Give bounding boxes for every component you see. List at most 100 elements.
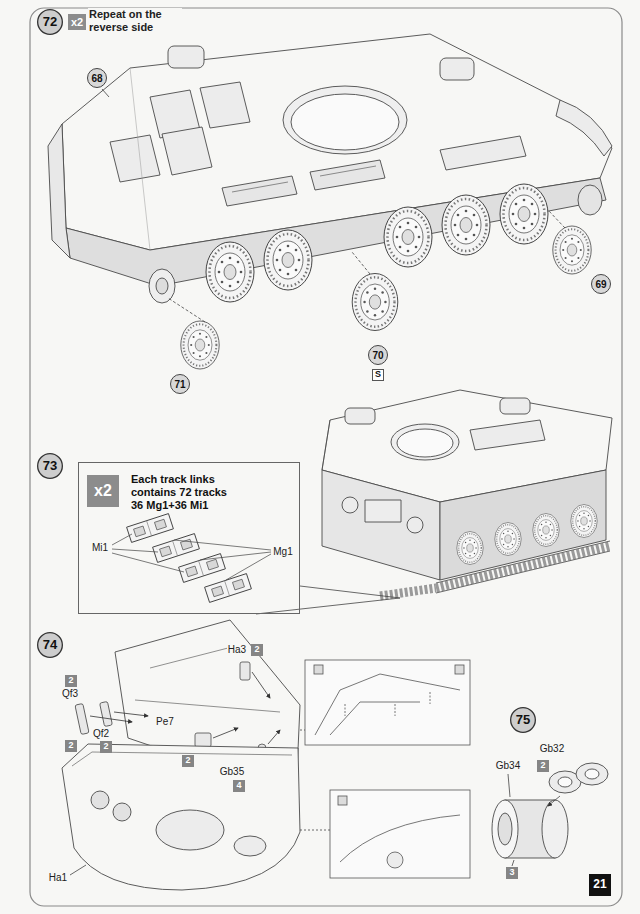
callout-number-shape xyxy=(369,346,388,365)
turret-shell xyxy=(62,744,300,890)
part-label: Qf2 xyxy=(92,728,110,740)
quantity-box-text: 2 xyxy=(68,741,73,751)
turret-roof xyxy=(150,648,228,668)
small-parts xyxy=(75,662,278,756)
hull-bottom-view xyxy=(110,135,160,182)
quantity-box-text: 2 xyxy=(103,742,108,752)
page-number: 21 xyxy=(589,874,611,896)
wheel-assembly xyxy=(492,763,608,858)
hull-rear-view xyxy=(345,408,375,424)
leader-line xyxy=(300,730,305,731)
wheel-assembly xyxy=(542,800,568,858)
detail-inset xyxy=(345,692,430,716)
road-wheels xyxy=(181,184,591,369)
callout-number-text: 71 xyxy=(174,379,185,390)
hull-rear-view xyxy=(500,398,530,414)
hull-bottom-view xyxy=(283,86,407,154)
hull-rear-view xyxy=(407,517,423,533)
part-label: Pe7 xyxy=(155,716,175,728)
size-mark-box: S xyxy=(372,369,384,381)
track-links xyxy=(127,514,174,543)
assembly-arrow xyxy=(268,730,280,744)
quantity-box-text: 2 xyxy=(254,645,259,655)
leader-line xyxy=(102,89,565,322)
leader-line xyxy=(548,796,560,806)
leader-line xyxy=(256,598,400,614)
callout-number-shape xyxy=(88,69,107,88)
detail-inset xyxy=(338,796,347,805)
turret-roof xyxy=(135,700,280,712)
repeat-badge-text: x2 xyxy=(71,16,83,28)
road-wheels xyxy=(571,505,597,538)
leader-line xyxy=(70,865,86,875)
callout-number: 70 xyxy=(368,345,388,365)
turret-shell xyxy=(113,803,131,821)
hull-rear-view xyxy=(470,420,545,450)
step-number-text: 75 xyxy=(516,713,530,727)
leader-line xyxy=(102,89,109,97)
leader-line xyxy=(112,534,271,580)
turret-shell xyxy=(234,836,266,856)
step-number-shape xyxy=(38,633,63,658)
step-number-text: 74 xyxy=(43,638,57,652)
leader-line xyxy=(548,210,565,228)
hull-rear-view xyxy=(391,424,459,460)
small-parts xyxy=(100,701,113,726)
quantity-box: 2 xyxy=(65,740,77,752)
step-number-text: 73 xyxy=(43,459,57,473)
quantity-box: 2 xyxy=(65,675,77,687)
callout-number-text: 69 xyxy=(595,279,606,290)
step-number: 74 xyxy=(37,632,63,658)
road-wheels xyxy=(384,207,432,267)
part-label: Mg1 xyxy=(272,546,293,558)
road-wheels xyxy=(264,230,312,290)
note-panel: Each track links contains 72 tracks 36 M… xyxy=(78,462,300,614)
road-wheels xyxy=(457,532,483,565)
detail-inset xyxy=(387,852,403,868)
step-number-text: 72 xyxy=(43,15,57,29)
leader-line xyxy=(300,830,330,831)
road-wheels xyxy=(457,505,597,565)
track-links xyxy=(153,534,200,563)
page-frame xyxy=(30,8,622,906)
road-wheels xyxy=(533,514,559,547)
hull-bottom-view xyxy=(232,182,288,192)
quantity-box: 2 xyxy=(537,760,549,772)
detail-inset xyxy=(330,702,420,735)
leader-line xyxy=(352,252,370,274)
hull-rear-view xyxy=(397,429,453,457)
step-number-shape xyxy=(38,10,63,35)
hull-bottom-view xyxy=(310,160,385,190)
hull-rear-view xyxy=(322,420,330,470)
assembly-arrow xyxy=(252,672,270,698)
hull-rear-view xyxy=(322,470,440,580)
part-label: Gb35 xyxy=(219,766,245,778)
leader-line xyxy=(112,534,132,545)
wheel-assembly xyxy=(492,800,518,858)
hull-bottom-view xyxy=(162,127,212,175)
hull-bottom-view xyxy=(130,68,150,250)
track-links xyxy=(205,574,252,603)
track xyxy=(380,541,610,596)
leader-line xyxy=(508,774,510,797)
road-wheels xyxy=(206,242,254,302)
track xyxy=(436,541,610,593)
leader-line xyxy=(112,553,184,572)
detail-inset xyxy=(314,665,323,674)
page-frame xyxy=(30,8,622,906)
callout-number-shape xyxy=(592,275,611,294)
assembly-arrow xyxy=(114,712,148,716)
assembly-arrow xyxy=(90,716,132,722)
hull-bottom-view xyxy=(320,166,376,176)
part-label: Ha1 xyxy=(48,872,68,884)
quantity-box: 2 xyxy=(251,644,263,656)
leader-line xyxy=(512,860,514,866)
leader-line xyxy=(226,554,271,580)
hull-bottom-view xyxy=(62,34,612,250)
part-label: Ha3 xyxy=(227,644,247,656)
quantity-box: 3 xyxy=(506,867,518,879)
quantity-box-text: 2 xyxy=(185,756,190,766)
track xyxy=(436,546,610,588)
